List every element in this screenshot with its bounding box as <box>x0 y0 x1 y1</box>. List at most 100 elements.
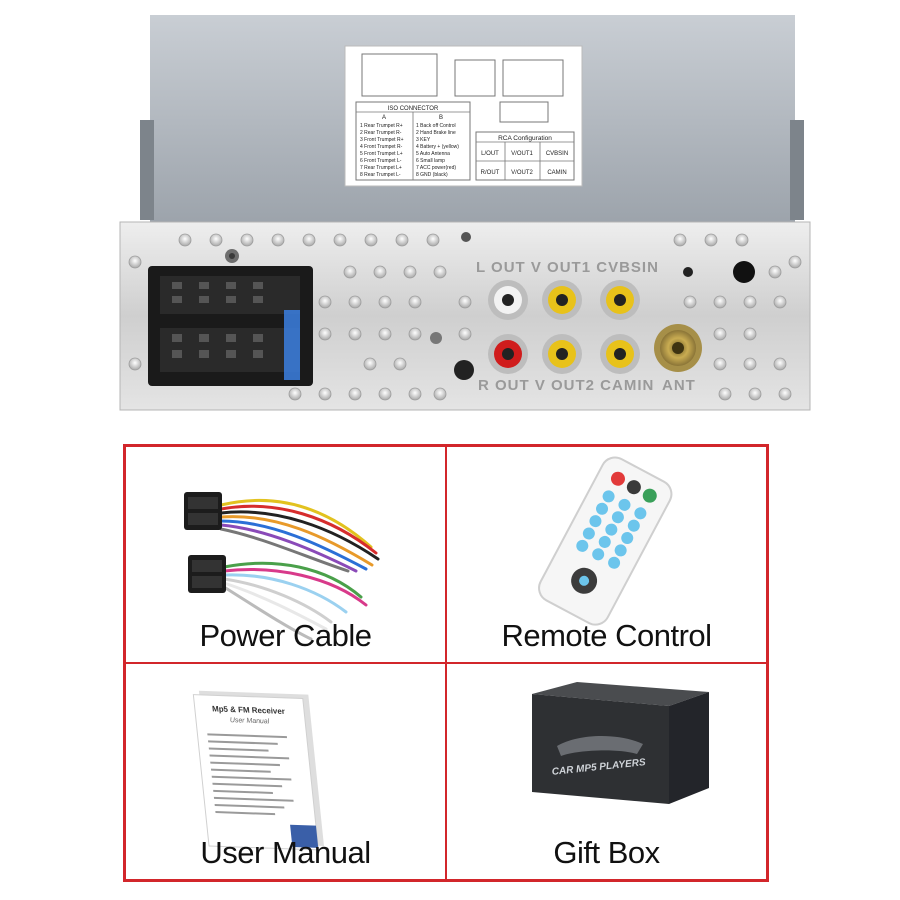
vent-hole <box>318 387 332 401</box>
manual-text-line <box>213 789 274 794</box>
iso-row-b: 1 Back off Control <box>416 123 456 129</box>
remote-key <box>618 498 631 511</box>
head-unit-rear-view: ISO CONNECTOR A B 1 Rear Trumpet R+1 Bac… <box>0 0 900 420</box>
vent-hole <box>713 295 727 309</box>
remote-key <box>592 548 605 561</box>
vent-hole <box>302 233 316 247</box>
iso-pin <box>253 350 263 358</box>
vent-hole <box>318 327 332 341</box>
iso-pin <box>199 296 209 303</box>
item-user-manual: Mp5 & FM Receiver User Manual User Manua… <box>125 663 446 880</box>
remote-key <box>598 535 611 548</box>
item-label-gift-box: Gift Box <box>553 835 660 870</box>
iso-col-b: B <box>439 115 443 121</box>
vent-hole <box>240 233 254 247</box>
vent-hole <box>128 255 142 269</box>
remote-key <box>614 544 627 557</box>
vent-hole <box>743 327 757 341</box>
iso-row-b: 5 Auto Antenna <box>416 151 450 157</box>
remote-key <box>602 490 615 503</box>
manual-text-line <box>214 803 285 809</box>
iso-row-b: 7 ACC power(red) <box>416 165 456 171</box>
manual-text-line <box>211 775 292 781</box>
vent-hole <box>408 295 422 309</box>
iso-row-a: 2 Rear Trumpet R- <box>360 130 402 136</box>
vent-hole <box>683 295 697 309</box>
item-power-cable: Power Cable <box>125 446 446 663</box>
remote-key <box>605 523 618 536</box>
rca-r2-c1: R/OUT <box>481 170 500 176</box>
vent-hole <box>713 327 727 341</box>
vent-hole <box>773 295 787 309</box>
iso-row-a: 7 Rear Trumpet L+ <box>360 165 402 171</box>
vent-hole <box>704 233 718 247</box>
vent-hole <box>713 357 727 371</box>
iso-row-b: 4 Battery + (yellow) <box>416 144 459 150</box>
vent-hole <box>288 387 302 401</box>
remote-key <box>576 539 589 552</box>
remote-key <box>621 532 634 545</box>
remote-control-icon <box>538 456 673 626</box>
vent-hole <box>458 295 472 309</box>
vent-hole <box>718 387 732 401</box>
iso-row-b: 2 Hand Brake line <box>416 130 456 136</box>
iso-row-a: 3 Front Trumpet R+ <box>360 137 404 143</box>
vent-hole <box>128 357 142 371</box>
iso-connector-title: ISO CONNECTOR <box>388 106 439 112</box>
vent-hole <box>735 233 749 247</box>
rca-jack-cvbs-in <box>600 280 640 320</box>
manual-text-line <box>208 740 278 745</box>
vent-hole <box>393 357 407 371</box>
iso-row-a: 5 Front Trumpet L+ <box>360 151 403 157</box>
manual-text-line <box>212 782 283 788</box>
vent-hole <box>378 387 392 401</box>
vent-hole <box>788 255 802 269</box>
rca-jack-r-out <box>488 334 528 374</box>
iso-row-b: 3 KEY <box>416 137 431 143</box>
iso-pin <box>172 334 182 342</box>
iso-pin <box>172 296 182 303</box>
remote-key <box>589 515 602 528</box>
iso-pin <box>226 334 236 342</box>
iso-pin <box>253 296 263 303</box>
iso-row-a: 6 Front Trumpet L- <box>360 158 402 164</box>
iso-pin <box>172 282 182 289</box>
user-manual-icon: Mp5 & FM Receiver User Manual <box>192 690 324 851</box>
item-gift-box: CAR MP5 PLAYERS Gift Box <box>446 663 767 880</box>
rca-jack-v-out2 <box>542 334 582 374</box>
included-items-grid: Power Cable Remote Control Mp5 & FM Rece… <box>123 444 769 882</box>
vent-hole <box>333 233 347 247</box>
vent-hole <box>178 233 192 247</box>
rca-r2-c3: CAMIN <box>547 170 566 176</box>
vent-hole <box>458 327 472 341</box>
vent-hole <box>395 233 409 247</box>
vent-hole <box>364 233 378 247</box>
remote-key <box>627 519 640 532</box>
item-label-user-manual: User Manual <box>200 835 371 870</box>
vent-hole <box>378 327 392 341</box>
vent-hole <box>433 265 447 279</box>
remote-key <box>608 556 621 569</box>
iso-pin <box>226 350 236 358</box>
vent-hole <box>433 387 447 401</box>
manual-text-line <box>215 811 276 816</box>
rca-jack-l-out <box>488 280 528 320</box>
vent-hole <box>209 233 223 247</box>
iso-pin <box>253 334 263 342</box>
iso-pin <box>226 282 236 289</box>
vent-hole <box>748 387 762 401</box>
manual-text-line <box>210 768 271 773</box>
head-unit-illustration: ISO CONNECTOR A B 1 Rear Trumpet R+1 Bac… <box>119 15 811 411</box>
remote-key <box>634 507 647 520</box>
item-remote-control: Remote Control <box>446 446 767 663</box>
vent-hole <box>373 265 387 279</box>
remote-key <box>582 527 595 540</box>
manual-text-line <box>208 747 269 752</box>
vent-hole <box>768 265 782 279</box>
manual-text-line <box>210 761 281 767</box>
vent-hole <box>408 387 422 401</box>
iso-row-a: 4 Front Trumpet R- <box>360 144 403 150</box>
vent-hole <box>271 233 285 247</box>
rca-jack-cam-in <box>600 334 640 374</box>
screw-hole <box>454 360 474 380</box>
